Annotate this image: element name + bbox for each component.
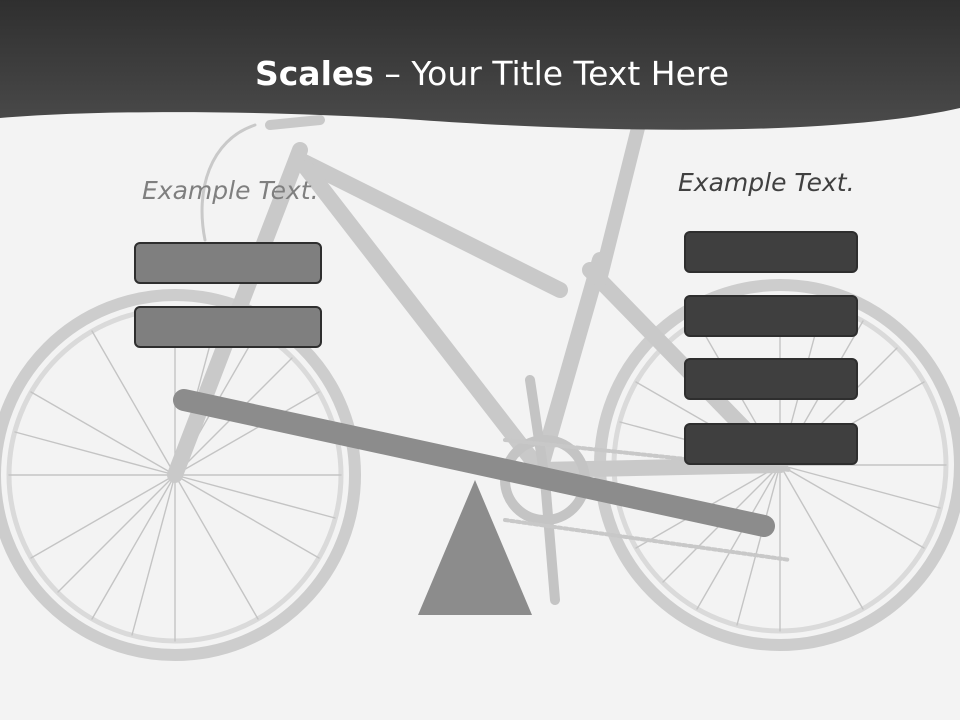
right-text-box-3[interactable] bbox=[684, 358, 858, 400]
right-text-box-2[interactable] bbox=[684, 295, 858, 337]
title-banner bbox=[0, 0, 960, 130]
title-rest-text: – Your Title Text Here bbox=[373, 54, 730, 93]
left-text-box-1[interactable] bbox=[134, 242, 322, 284]
right-text-box-1[interactable] bbox=[684, 231, 858, 273]
right-text-box-4[interactable] bbox=[684, 423, 858, 465]
slide-title: Scales – Your Title Text Here bbox=[0, 52, 960, 96]
title-bold-text: Scales bbox=[254, 54, 374, 93]
right-example-text: Example Text. bbox=[678, 168, 855, 197]
scale-beam bbox=[173, 389, 775, 537]
left-example-text: Example Text. bbox=[142, 176, 319, 205]
left-text-box-2[interactable] bbox=[134, 306, 322, 348]
scale-fulcrum bbox=[418, 480, 532, 615]
